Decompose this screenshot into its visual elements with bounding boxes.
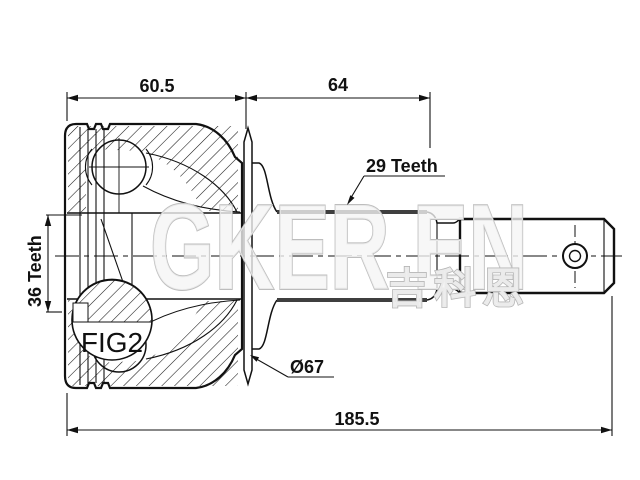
lower-wall-hatch [68, 301, 238, 386]
leader-line [252, 356, 289, 378]
arrowhead [250, 355, 260, 362]
watermark: GKER EN 吉科恩 [149, 178, 530, 316]
arrowhead [235, 94, 246, 102]
watermark-latin-text: GKER EN [150, 179, 528, 315]
arrowhead [347, 195, 355, 205]
neck-top [426, 211, 461, 224]
label-boot-groove-diameter: Ø67 [250, 355, 334, 378]
boot-flange-fin [243, 125, 253, 387]
arrowhead [601, 426, 612, 434]
dimension-top: 60.5 64 [66, 75, 431, 148]
cavity-curve-top-inner [142, 185, 241, 213]
upper-rim-hatch [68, 159, 86, 212]
ball-pocket-arc-right [145, 148, 154, 186]
dim-joint-body-width: 60.5 [139, 76, 174, 96]
balloon-step-notch [72, 302, 89, 323]
cavity-curve-top [145, 152, 238, 213]
watermark-cjk-text: 吉科恩 [386, 265, 530, 312]
arrowhead [246, 94, 257, 102]
cotter-pin-hole [562, 243, 588, 269]
arrowhead [44, 215, 52, 226]
pin-hole-outer [562, 243, 588, 269]
ball-pocket-arc-left [84, 148, 93, 186]
shaft-fillet-bottom [252, 299, 278, 350]
dim-overall-length: 185.5 [334, 409, 379, 429]
dimension-overall-length: 185.5 [66, 296, 613, 436]
dim-shaft-spline-length: 64 [328, 75, 348, 95]
outer-spline-teeth-label: 29 Teeth [366, 156, 438, 176]
upper-wall-hatch [68, 126, 238, 211]
arrowhead [67, 94, 78, 102]
cavity-curve-bottom [145, 299, 238, 360]
boot-groove-diameter-label: Ø67 [290, 357, 324, 377]
label-outer-spline: 29 Teeth [347, 156, 445, 205]
balloon-leader [100, 218, 124, 283]
figure-label: FIG2 [81, 327, 143, 358]
inner-spline-teeth-label: 36 Teeth [25, 235, 45, 307]
arrowhead [419, 94, 430, 102]
neck-bottom [426, 288, 461, 301]
pin-hole-inner [568, 249, 582, 263]
shaft-fillet-top [252, 162, 278, 213]
arrowhead [44, 301, 52, 312]
arrowhead [67, 426, 78, 434]
dimension-inner-spline: 36 Teeth [25, 214, 82, 313]
fig2-balloon: FIG2 [71, 218, 153, 361]
